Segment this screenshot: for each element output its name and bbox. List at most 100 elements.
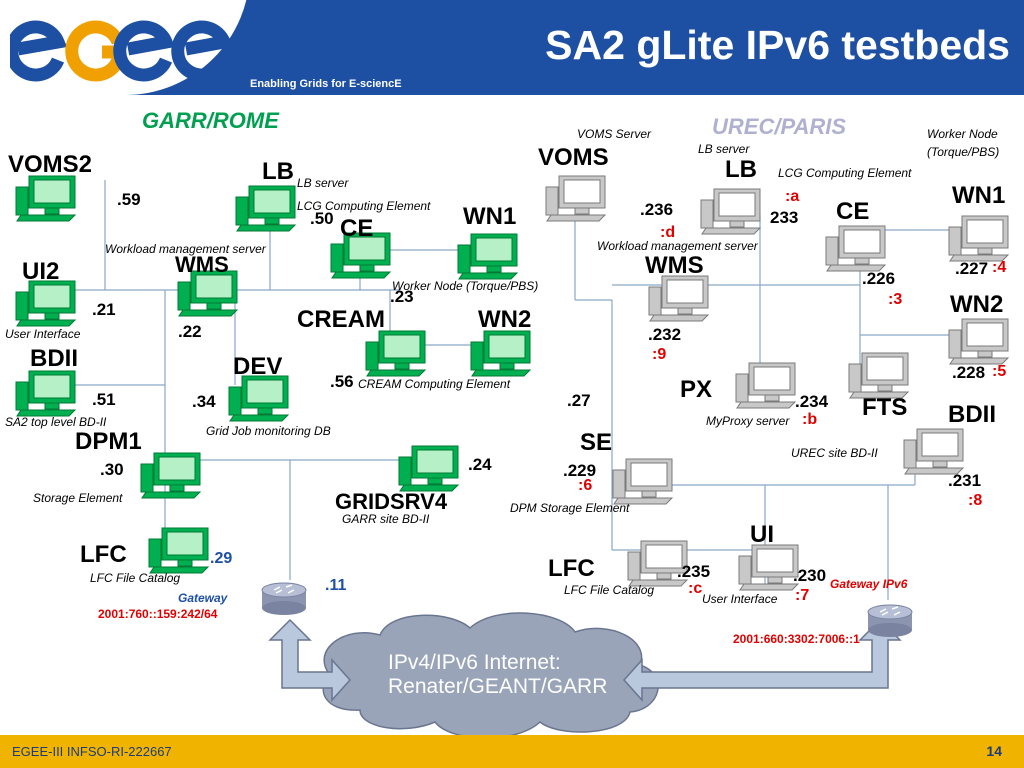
- garr-gridsrv-name: GRIDSRV4: [335, 489, 448, 514]
- urec-wms-v6: :9: [652, 346, 667, 363]
- garr-voms-addr: .59: [117, 190, 141, 209]
- urec-lcg-desc: LCG Computing Element: [778, 166, 912, 180]
- urec-wn1-name: WN1: [952, 182, 1006, 209]
- computer-grey-icon: [738, 544, 800, 591]
- footer-project-id: EGEE-III INFSO-RI-222667: [12, 744, 172, 759]
- urec-se-name: SE: [580, 429, 613, 456]
- urec-voms-v6: :d: [660, 224, 676, 241]
- urec-lfc-desc: LFC File Catalog: [564, 583, 655, 597]
- computer-grey-icon: [700, 188, 762, 235]
- urec-wn2-v6: :5: [992, 363, 1007, 380]
- urec-ui-addr: .230: [793, 566, 827, 585]
- page-number: 14: [986, 743, 1002, 759]
- site-label-garr: GARR/ROME: [142, 108, 279, 133]
- tagline: Enabling Grids for E-sciencE: [250, 78, 402, 90]
- router-icon: [867, 604, 913, 637]
- urec-voms-name: VOMS: [538, 144, 609, 171]
- cloud-label: IPv4/IPv6 Internet: Renater/GEANT/GARR: [388, 651, 607, 699]
- computer-green-icon: [470, 330, 532, 377]
- urec-lb-name: LB: [725, 156, 757, 183]
- garr-bdii-addr: .51: [92, 390, 116, 409]
- garr-ui-addr: .21: [92, 300, 116, 319]
- garr-wn2-name: WN2: [478, 306, 532, 333]
- computer-grey-icon: [825, 225, 887, 272]
- computer-grey-icon: [648, 275, 710, 322]
- urec-worker-desc2: (Torque/PBS): [927, 145, 1000, 159]
- urec-px-addr: .234: [795, 392, 829, 411]
- urec-se-v6: :6: [578, 477, 593, 494]
- urec-px-name: PX: [680, 376, 713, 403]
- computer-grey-icon: [948, 318, 1010, 365]
- garr-ce-addr: .23: [390, 287, 414, 306]
- urec-wn2-name: WN2: [950, 291, 1004, 318]
- urec-wn1-v6: :4: [992, 259, 1007, 276]
- garr-ui-desc: User Interface: [5, 327, 81, 341]
- garr-dev-desc: Grid Job monitoring DB: [206, 424, 331, 438]
- garr-lfc-desc: LFC File Catalog: [90, 571, 181, 585]
- garr-cream-desc: CREAM Computing Element: [358, 377, 511, 391]
- garr-wn1-name: WN1: [463, 203, 517, 230]
- urec-lb-v6: :a: [785, 188, 800, 205]
- computer-grey-icon: [735, 362, 797, 409]
- urec-gw-label: Gateway IPv6: [830, 577, 908, 591]
- urec-wms-desc: Workload management server: [597, 239, 758, 253]
- computer-green-icon: [15, 280, 77, 327]
- garr-wms-desc: Workload management server: [105, 242, 266, 256]
- garr-gw-label: Gateway: [178, 591, 228, 605]
- urec-ce-v6: :3: [888, 291, 903, 308]
- urec-px-v6: :b: [802, 411, 818, 428]
- garr-wms-name: WMS: [175, 252, 229, 277]
- garr-bdii-name: BDII: [30, 345, 78, 372]
- urec-wn2-addr: .228: [952, 363, 986, 382]
- computer-green-icon: [140, 452, 202, 499]
- computer-grey-icon: [848, 352, 910, 399]
- egee-logo-icon: [10, 20, 234, 82]
- urec-voms-addr: .236: [640, 200, 674, 219]
- computer-green-icon: [15, 370, 77, 417]
- urec-bdii-v6: :8: [968, 492, 983, 509]
- urec-lfc-name: LFC: [548, 555, 595, 582]
- computer-green-icon: [228, 375, 290, 422]
- urec-px-desc: MyProxy server: [706, 414, 790, 428]
- urec-se-desc: DPM Storage Element: [510, 501, 630, 515]
- urec-ce-addr: .226: [862, 269, 896, 288]
- urec-wn1-addr: .227: [955, 259, 989, 278]
- computer-grey-icon: [627, 540, 689, 587]
- urec-gw-prefix: 2001:660:3302:7006::1: [733, 632, 860, 646]
- garr-ui-name: UI2: [22, 258, 60, 285]
- garr-dev-addr: .34: [192, 392, 216, 411]
- urec-lb-addr: 233: [770, 208, 799, 227]
- garr-wms-addr: .22: [178, 322, 202, 341]
- garr-dpm-name: DPM1: [75, 428, 142, 455]
- garr-cream-addr: .56: [330, 372, 354, 391]
- double-arrow-icon: [268, 618, 902, 702]
- computer-green-icon: [177, 270, 239, 317]
- computer-green-icon: [457, 233, 519, 280]
- garr-gridsrv-desc: GARR site BD-II: [342, 512, 430, 526]
- urec-worker-desc1: Worker Node: [927, 127, 998, 141]
- urec-wms-addr: .232: [648, 325, 682, 344]
- urec-bdii-desc: UREC site BD-II: [791, 446, 878, 460]
- computer-grey-icon: [612, 458, 674, 505]
- garr-cream-name: CREAM: [297, 306, 385, 333]
- garr-gw-prefix: 2001:760::159:242/64: [98, 607, 218, 621]
- computer-green-icon: [330, 232, 392, 279]
- slide-footer: EGEE-III INFSO-RI-222667 14: [0, 735, 1024, 768]
- router-icon: [261, 582, 307, 615]
- garr-gridsrv-addr: .24: [468, 455, 492, 474]
- urec-ui-desc: User Interface: [702, 592, 778, 606]
- urec-addr-27: .27: [567, 391, 591, 410]
- urec-bdii-addr: .231: [948, 471, 982, 490]
- cloud-line1: IPv4/IPv6 Internet:: [388, 651, 561, 674]
- computer-grey-icon: [948, 215, 1010, 262]
- computer-green-icon: [365, 330, 427, 377]
- garr-lb-name: LB: [262, 158, 294, 185]
- slide-header: Enabling Grids for E-sciencE SA2 gLite I…: [0, 0, 1024, 95]
- garr-dev-name: DEV: [233, 353, 283, 380]
- urec-ui-name: UI: [750, 521, 774, 548]
- garr-bdii-desc: SA2 top level BD-II: [5, 415, 107, 429]
- computer-green-icon: [398, 445, 460, 492]
- urec-lfc-v6: :c: [688, 580, 703, 597]
- urec-ui-v6: :7: [795, 587, 810, 604]
- garr-ce-name: CE: [340, 215, 374, 242]
